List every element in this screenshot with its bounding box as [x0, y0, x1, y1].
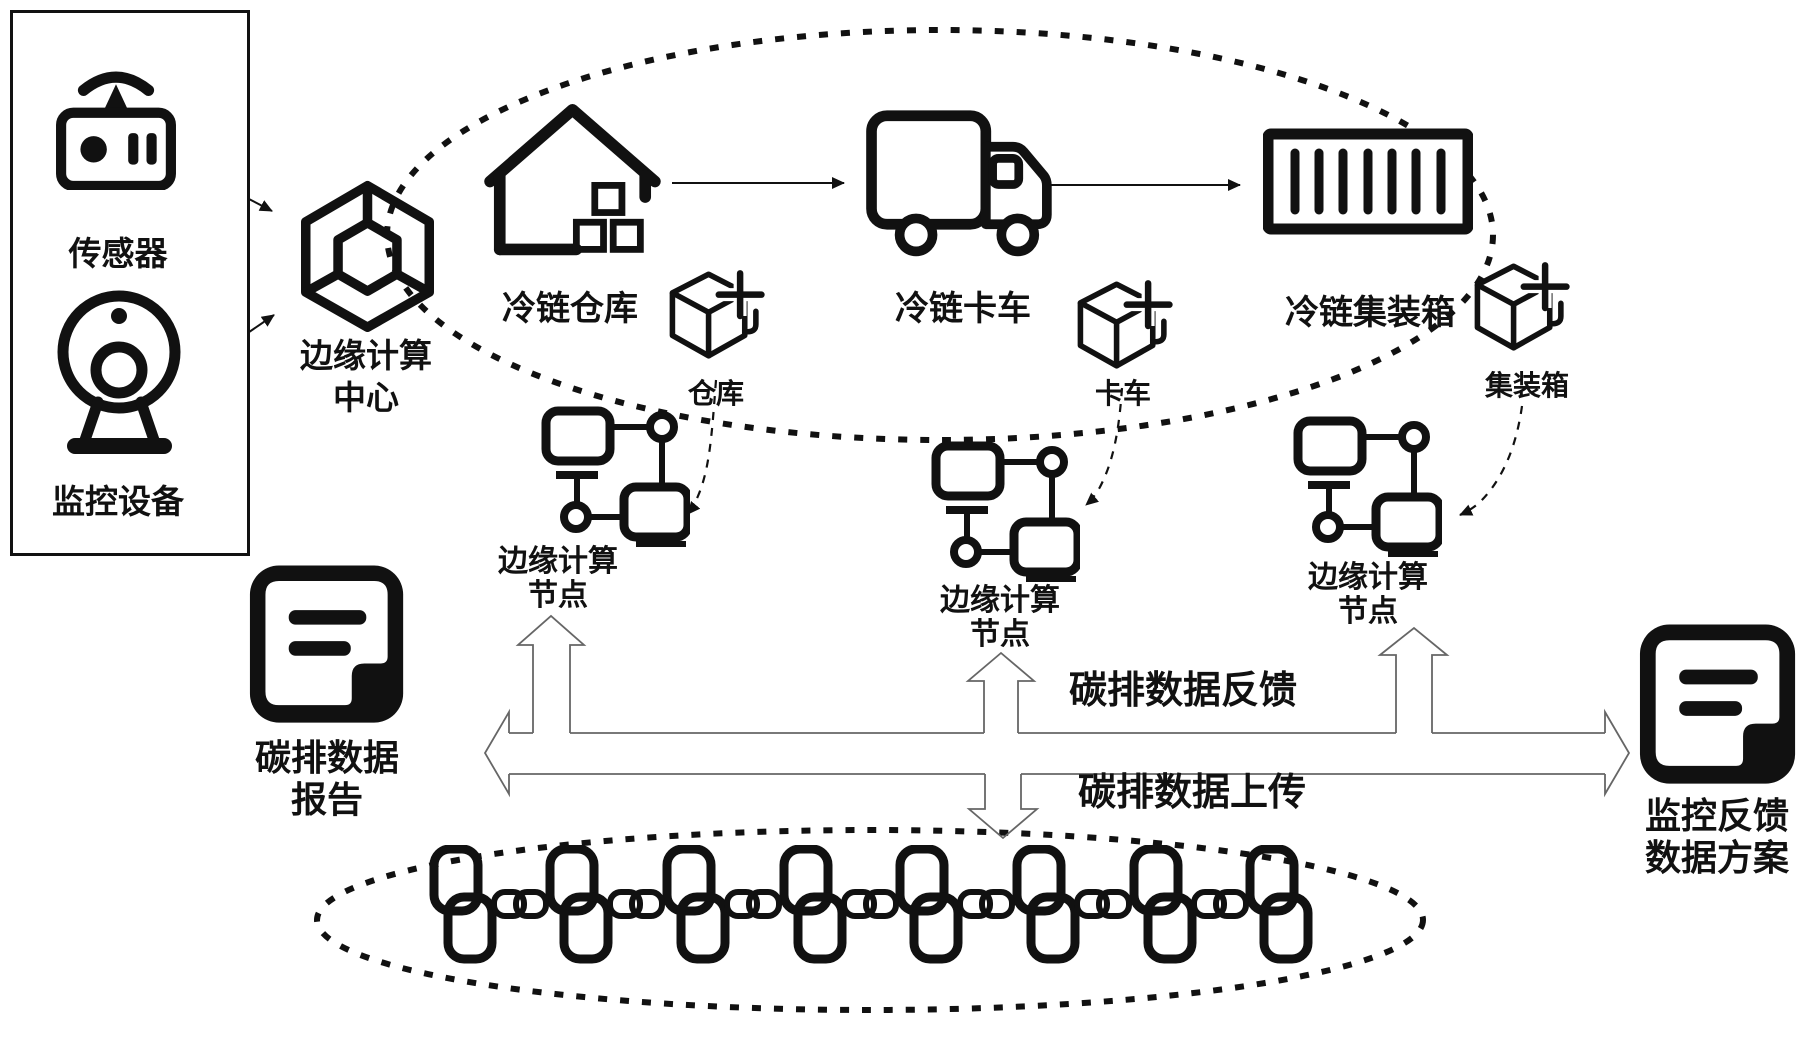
camera-label: 监控设备 [52, 485, 184, 521]
container-cube-plus-icon [1474, 262, 1570, 351]
bus-feedback-label: 碳排数据反馈 [1068, 670, 1298, 712]
webcam-icon [57, 290, 181, 454]
report-document-label-line1: 碳排数据 [254, 738, 400, 778]
edge-node-2-label-line2: 节点 [970, 618, 1030, 651]
edge-node-icon-1 [541, 406, 690, 547]
warehouse-house-icon [484, 103, 661, 256]
edge-node-1-label-line2: 节点 [528, 579, 588, 612]
edge-node-1-label-line1: 边缘计算 [498, 545, 618, 578]
container-asset-label: 集装箱 [1484, 371, 1570, 402]
bus-down-arrow-blockchain [966, 774, 1040, 840]
container-label: 冷链集装箱 [1285, 295, 1455, 332]
report-document-label-line2: 报告 [290, 780, 364, 820]
edge-center-label-line1: 边缘计算 [300, 339, 432, 375]
warehouse-label: 冷链仓库 [502, 291, 638, 328]
bus-up-arrow-node3 [1377, 626, 1450, 733]
data-source-panel [10, 10, 250, 556]
edge-node-3-label-line2: 节点 [1338, 595, 1398, 628]
container-asset-to-node-arrow [1459, 405, 1524, 517]
warehouse-cube-plus-icon [669, 270, 765, 359]
bus-up-arrow-node1 [515, 614, 587, 733]
truck-label: 冷链卡车 [895, 291, 1031, 328]
warehouse-asset-to-node-arrow [687, 379, 718, 515]
bus-upload-label: 碳排数据上传 [1077, 772, 1307, 814]
truck-icon [866, 110, 1052, 257]
edge-node-2-label-line1: 边缘计算 [940, 584, 1060, 617]
edge-node-3-label-line1: 边缘计算 [1308, 561, 1428, 594]
truck-cube-plus-icon [1077, 280, 1173, 369]
blockchain-zone-ellipse [314, 827, 1426, 1013]
warehouse-asset-label: 仓库 [687, 379, 745, 410]
edge-node-icon-3 [1293, 416, 1442, 557]
feedback-document-icon [1639, 624, 1796, 784]
feedback-document-label-line2: 数据方案 [1644, 838, 1790, 878]
bus-up-arrow-node2 [965, 651, 1037, 733]
sensor-label: 传感器 [68, 237, 168, 273]
blockchain-hexagon-icon [301, 180, 434, 332]
truck-asset-to-node-arrow [1085, 387, 1124, 506]
edge-center-label-line2: 中心 [333, 381, 399, 417]
sensor-icon [56, 71, 176, 190]
blockchain-chain-icon [390, 845, 1390, 970]
container-icon [1263, 128, 1473, 235]
report-document-icon [249, 565, 404, 723]
truck-asset-label: 卡车 [1094, 379, 1152, 410]
data-bus-arrow [483, 614, 1631, 840]
feedback-document-label-line1: 监控反馈 [1644, 796, 1790, 836]
edge-node-icon-2 [931, 441, 1080, 582]
